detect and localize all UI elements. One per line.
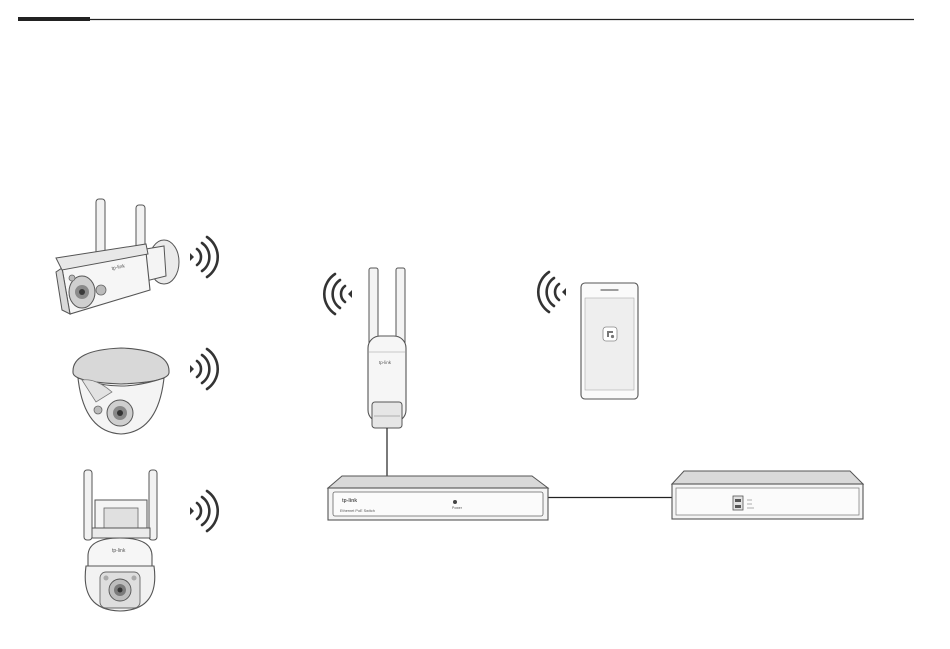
ptz-camera: tp-link — [84, 470, 157, 611]
ap-brand-label: tp-link — [379, 360, 392, 365]
poe-switch: tp-link Ethernet PoE Switch Power — [328, 476, 548, 520]
usb-port-icon — [733, 496, 743, 510]
switch-model-label: Ethernet PoE Switch — [340, 509, 375, 513]
header-rule — [18, 17, 914, 21]
wifi-signal-icon — [190, 491, 218, 531]
ptz-brand-label: tp-link — [112, 548, 126, 554]
switch-brand-label: tp-link — [342, 498, 357, 504]
smartphone — [581, 283, 638, 399]
wifi-signal-icon — [538, 272, 566, 312]
outdoor-access-point: tp-link — [368, 268, 406, 428]
switch-power-label: Power — [452, 506, 463, 510]
dome-camera — [73, 348, 169, 434]
bullet-camera: tp-link — [56, 199, 179, 314]
tp-link-app-icon — [603, 327, 617, 341]
network-video-recorder — [672, 471, 863, 519]
wifi-signal-icon — [190, 349, 218, 389]
wifi-signal-icon — [324, 274, 352, 314]
wifi-signal-icon — [190, 237, 218, 277]
power-led — [453, 500, 457, 504]
